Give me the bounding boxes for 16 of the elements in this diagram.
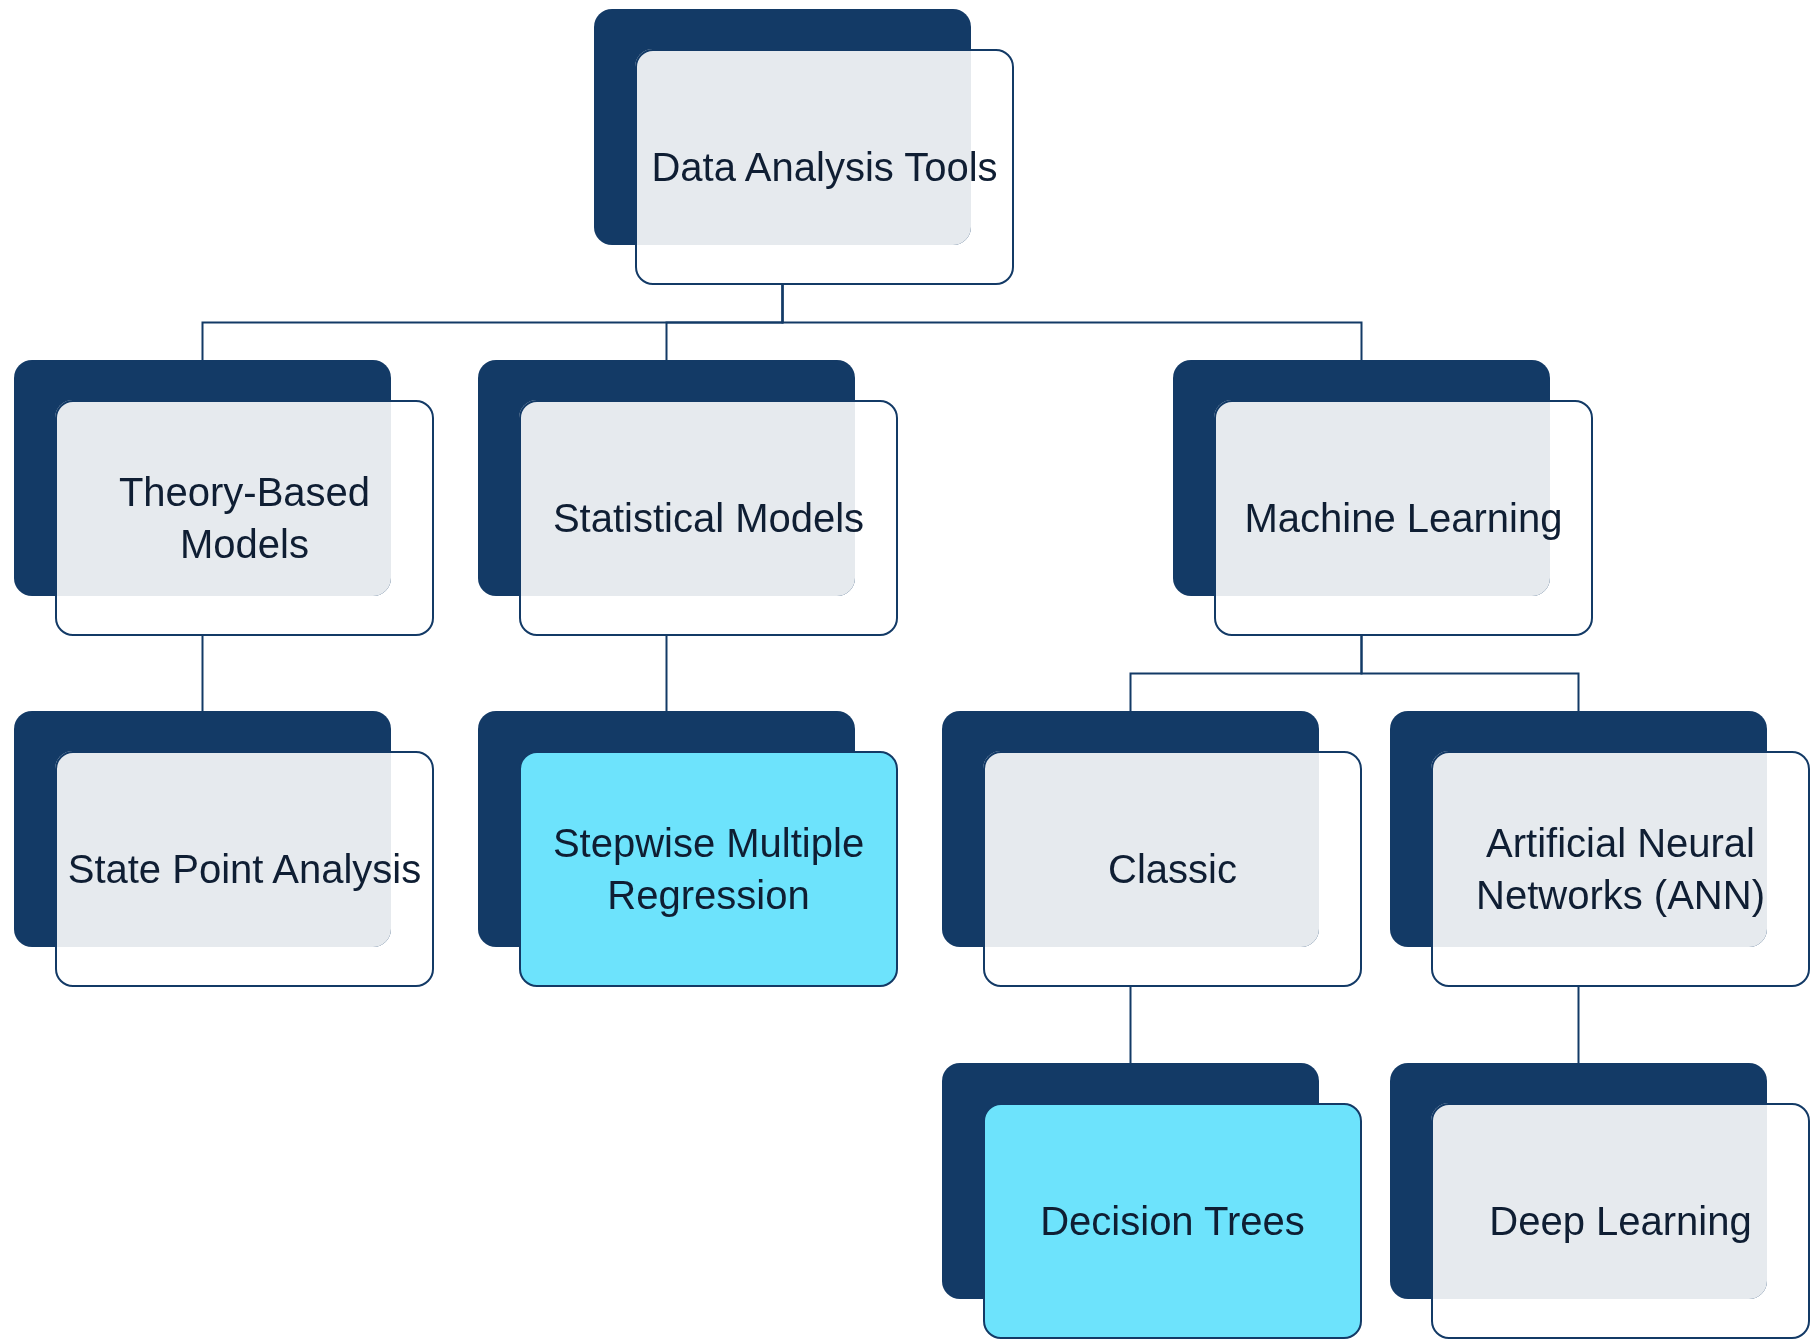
node-label: State Point Analysis [67, 846, 422, 893]
node-label: Deep Learning [1489, 1198, 1752, 1245]
connector-line [665, 635, 668, 712]
node-label: Classic [1108, 846, 1237, 893]
node-label: Decision Trees [1040, 1198, 1305, 1245]
node-label: Artificial Neural Networks (ANN) [1475, 820, 1766, 919]
connector-line [201, 635, 204, 712]
node-label: Machine Learning [1244, 495, 1563, 542]
connector-line [1360, 635, 1580, 712]
node-label: Stepwise Multiple Regression [551, 820, 866, 919]
node-label: Theory-Based Models [117, 469, 372, 568]
connector-line [1577, 986, 1580, 1064]
node-label: Data Analysis Tools [651, 144, 998, 191]
connector-line [781, 284, 1363, 361]
node-label: Statistical Models [552, 495, 865, 542]
connector-line [1129, 986, 1132, 1064]
